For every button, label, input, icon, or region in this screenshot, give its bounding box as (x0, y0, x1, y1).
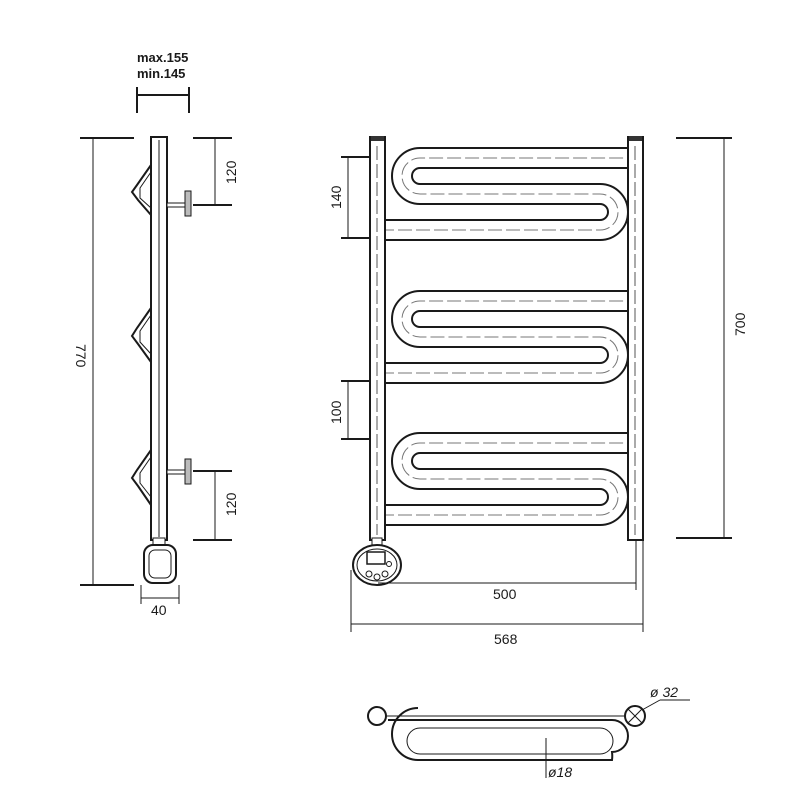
tube-diameter-label: ø18 (548, 764, 572, 780)
side-tube-profiles (130, 164, 152, 506)
side-riser (150, 136, 168, 541)
depth-dimension: max.155 min.145 (136, 50, 190, 113)
left-riser (369, 136, 386, 541)
tube-loop-middle (380, 290, 632, 384)
heater-button (386, 561, 392, 567)
heater-width-label: 40 (151, 602, 167, 618)
section-gap-height-dimension: 100 (328, 380, 370, 440)
heater-width-dimension: 40 (140, 585, 180, 618)
top-mount-offset-dimension: 120 (193, 137, 239, 206)
vertical-center-distance-label: 700 (732, 312, 748, 336)
heater-display (366, 551, 386, 565)
right-riser (627, 136, 644, 541)
riser-diameter-callout: ø 32 (641, 684, 690, 711)
depth-min-label: min.145 (137, 66, 185, 81)
left-riser-end (367, 706, 387, 726)
horizontal-center-distance-dimension: 500 (378, 540, 637, 602)
top-mount-offset-label: 120 (223, 160, 239, 184)
side-heater (143, 537, 177, 584)
section-gap-height-label: 100 (328, 400, 344, 424)
tube-loop-lower (380, 432, 632, 526)
wall-bracket-top (166, 190, 192, 217)
tube-diameter-callout: ø18 (545, 738, 572, 780)
heater-button (373, 573, 381, 581)
total-width-dimension: 568 (350, 540, 644, 647)
horizontal-center-distance-label: 500 (493, 586, 517, 602)
upper-section-height-label: 140 (328, 185, 344, 209)
heater-button (381, 570, 389, 578)
front-view: 140 100 700 (328, 136, 748, 647)
vertical-center-distance-dimension: 700 (676, 137, 748, 539)
total-height-label: 770 (73, 344, 89, 368)
heater-button (365, 570, 373, 578)
bottom-mount-offset-label: 120 (223, 492, 239, 516)
tube-loop-upper (380, 147, 632, 241)
total-width-label: 568 (494, 631, 518, 647)
side-view: max.155 min.145 770 (73, 50, 239, 618)
heater-control-unit (352, 537, 402, 586)
wall-bracket-bottom (166, 458, 192, 485)
upper-section-height-dimension: 140 (328, 156, 370, 239)
total-height-dimension: 770 (73, 137, 134, 586)
depth-max-label: max.155 (137, 50, 188, 65)
bottom-mount-offset-dimension: 120 (193, 470, 239, 541)
riser-diameter-label: ø 32 (650, 684, 678, 700)
top-view: ø 32 ø18 (367, 684, 690, 780)
right-riser-end (624, 705, 646, 727)
